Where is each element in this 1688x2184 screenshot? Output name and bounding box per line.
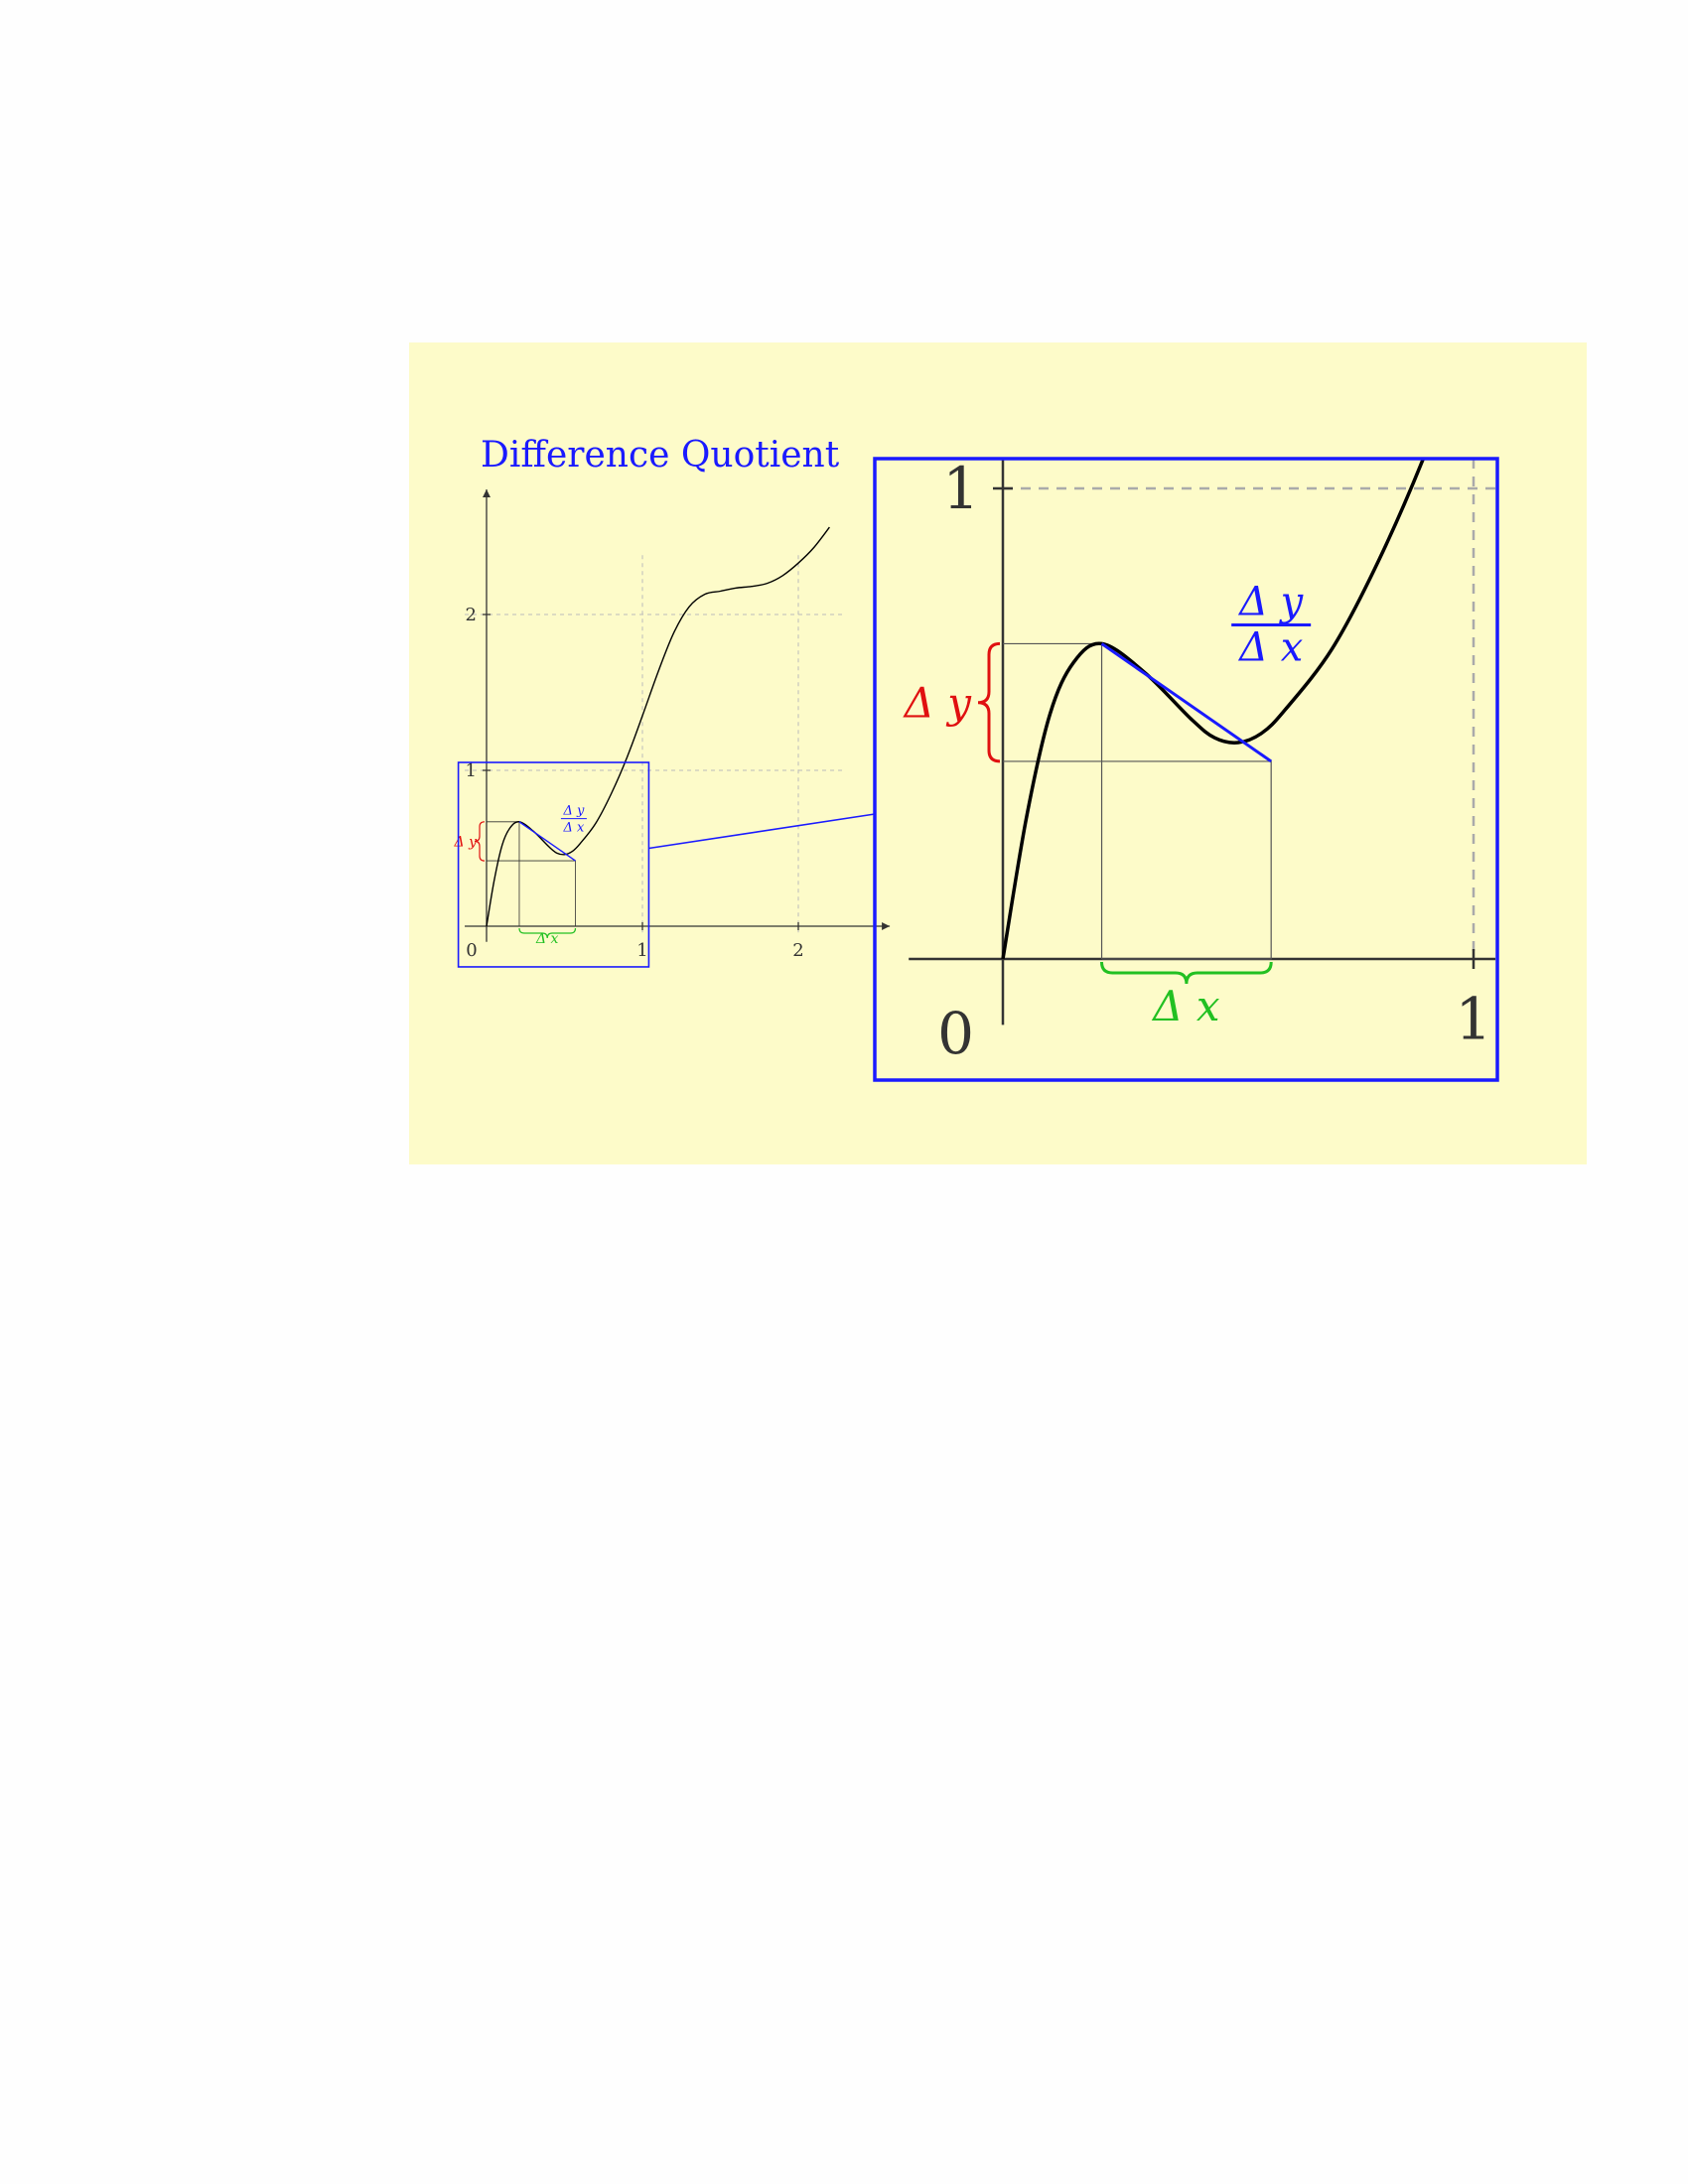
zoom-guide-rect-left (1003, 642, 1103, 959)
zoom-guide-rect-right (1003, 760, 1272, 960)
overview-plot: 0 1 2 1 2 Δ y Δ x Δ y Δ x (454, 489, 891, 968)
zoom-delta-x-label: Δ x (1151, 982, 1220, 1030)
zoom-quotient-denominator: Δ x (1237, 624, 1303, 670)
overview-tick-label-y1: 1 (466, 760, 477, 781)
overview-curve (486, 526, 830, 927)
zoom-quotient-numerator: Δ y (1237, 579, 1305, 624)
overview-quotient-numerator: Δ y (562, 804, 585, 819)
zoom-tick-label-y1: 1 (942, 455, 979, 522)
zoom-delta-y-label: Δ y (903, 679, 973, 728)
zoom-tick-label-x0: 0 (937, 1000, 974, 1067)
figure-title: Difference Quotient (481, 435, 840, 476)
overview-secant-line (518, 821, 576, 862)
zoom-secant-line (1100, 642, 1273, 763)
zoom-delta-x-brace (1100, 961, 1273, 985)
overview-tick-label-x1: 1 (636, 940, 647, 961)
overview-quotient-denominator: Δ x (562, 821, 585, 836)
figure-panel (409, 342, 1587, 1164)
overview-tick-label-y2: 2 (466, 605, 477, 625)
overview-delta-x-label: Δ x (535, 931, 559, 947)
zoom-region-frame (457, 761, 650, 968)
zoom-curve (1001, 459, 1426, 960)
overview-guide-rect-left (487, 821, 520, 926)
overview-tick-label-x0: 0 (466, 940, 477, 961)
overview-delta-x-brace (518, 927, 577, 939)
overview-delta-y-brace (474, 821, 486, 862)
zoom-tick-label-x1: 1 (1456, 986, 1492, 1053)
overview-guide-rect-right (487, 860, 576, 927)
zoom-plot: 0 1 1 Δ y Δ x Δ y Δ x (873, 455, 1499, 1082)
zoom-delta-y-brace (977, 641, 1001, 763)
zoom-connector-line (648, 813, 876, 850)
overview-tick-label-x2: 2 (792, 940, 803, 961)
overview-delta-y-label: Δ y (454, 834, 479, 850)
zoom-frame (873, 457, 1499, 1082)
